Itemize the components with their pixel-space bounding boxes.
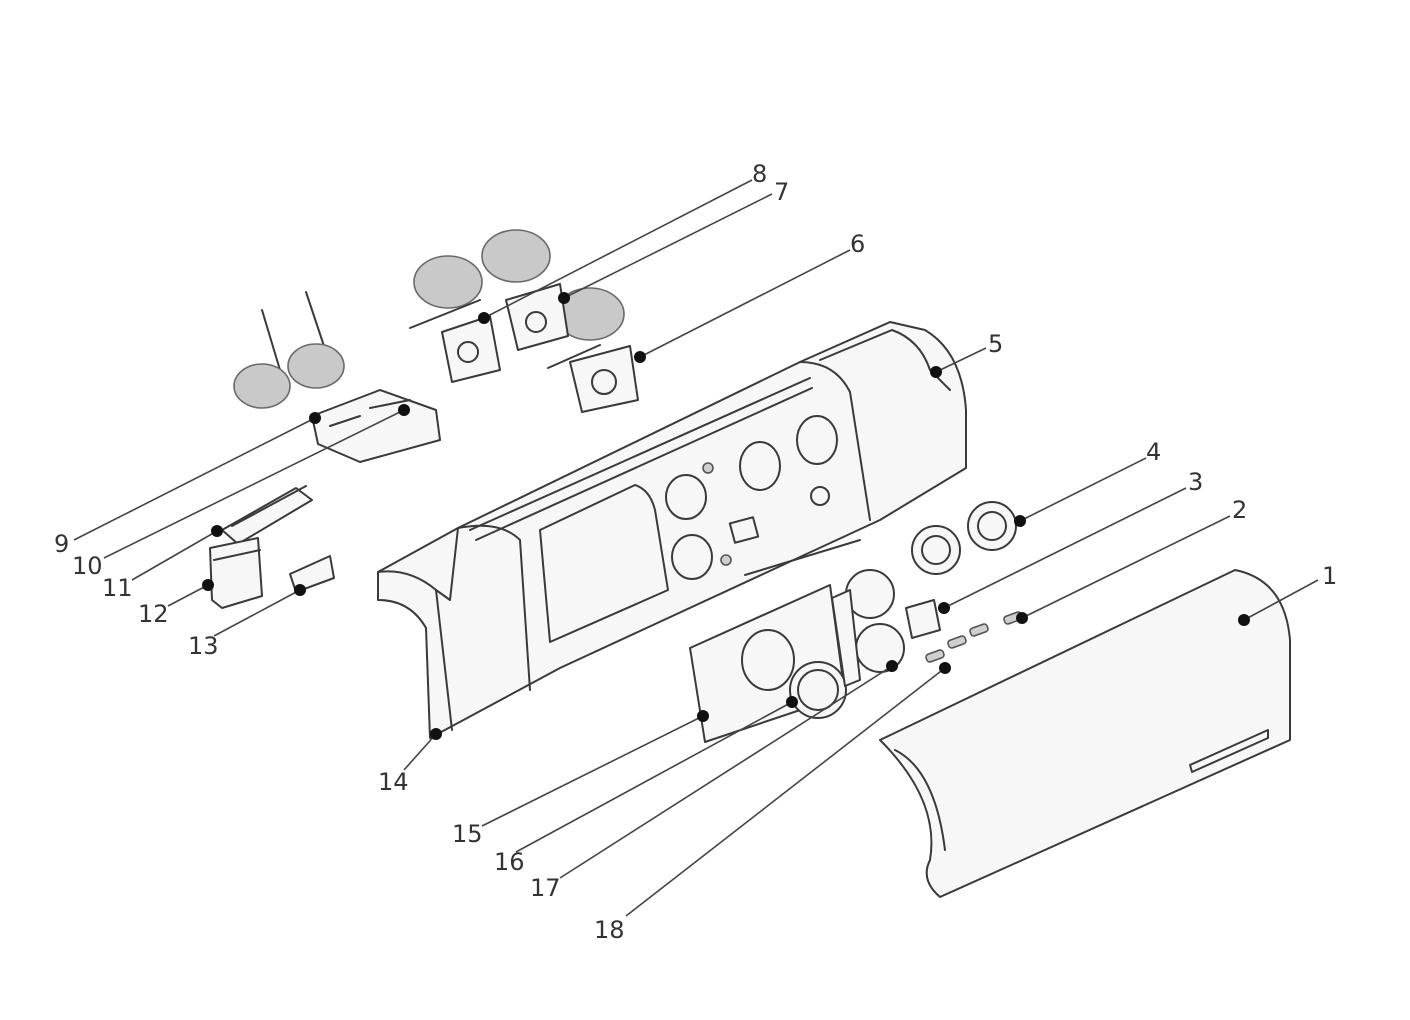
callout-8: 8 <box>752 160 767 188</box>
callout-16: 16 <box>494 848 525 876</box>
leader-4 <box>1019 457 1147 522</box>
callout-10: 10 <box>72 552 103 580</box>
front-cover <box>879 569 1291 898</box>
dot-13 <box>294 584 306 596</box>
energy-regulators <box>233 291 441 463</box>
dot-8 <box>478 312 490 324</box>
dot-2 <box>1016 612 1028 624</box>
callout-3: 3 <box>1188 468 1203 496</box>
leader-2 <box>1021 515 1231 619</box>
dot-14 <box>430 728 442 740</box>
callout-18: 18 <box>594 916 625 944</box>
callout-11: 11 <box>102 574 133 602</box>
callout-12: 12 <box>138 600 169 628</box>
leader-15 <box>481 715 704 827</box>
callout-7: 7 <box>774 178 789 206</box>
dot-4 <box>1014 515 1026 527</box>
leader-3 <box>943 487 1187 609</box>
leader-11 <box>131 530 218 581</box>
leader-8 <box>483 179 753 319</box>
dot-1 <box>1238 614 1250 626</box>
switch <box>905 599 941 639</box>
control-panel-housing <box>377 321 967 739</box>
callout-13: 13 <box>188 632 219 660</box>
callout-2: 2 <box>1232 496 1247 524</box>
leader-9 <box>73 417 316 541</box>
dot-9 <box>309 412 321 424</box>
dot-15 <box>697 710 709 722</box>
callout-labels: 1 2 3 4 5 6 7 8 9 10 11 12 13 14 15 16 1… <box>54 160 1337 944</box>
leader-16 <box>515 701 793 853</box>
leader-7 <box>563 193 773 299</box>
dot-11 <box>211 525 223 537</box>
leader-10 <box>103 409 405 559</box>
dot-5 <box>930 366 942 378</box>
callout-6: 6 <box>850 230 865 258</box>
knob-plate <box>689 569 905 743</box>
screws <box>925 611 1023 663</box>
leader-17 <box>559 665 893 879</box>
leader-dots <box>202 292 1250 740</box>
leader-lines <box>73 179 1319 917</box>
callout-4: 4 <box>1146 438 1161 466</box>
knob-bezels <box>911 501 1017 575</box>
callout-17: 17 <box>530 874 561 902</box>
dot-17 <box>886 660 898 672</box>
leader-12 <box>167 584 209 607</box>
callout-5: 5 <box>988 330 1003 358</box>
leader-5 <box>935 347 987 373</box>
leader-1 <box>1243 579 1319 621</box>
callout-9: 9 <box>54 530 69 558</box>
dot-7 <box>558 292 570 304</box>
leader-14 <box>403 733 437 771</box>
callout-1: 1 <box>1322 562 1337 590</box>
dot-16 <box>786 696 798 708</box>
dot-18 <box>939 662 951 674</box>
terminal-blocks <box>209 485 335 609</box>
thermostats-with-capillaries <box>409 229 639 413</box>
dot-12 <box>202 579 214 591</box>
callout-15: 15 <box>452 820 483 848</box>
dot-6 <box>634 351 646 363</box>
leader-18 <box>625 667 946 917</box>
leader-13 <box>213 589 301 637</box>
leader-6 <box>639 249 851 358</box>
callout-14: 14 <box>378 768 409 796</box>
dot-3 <box>938 602 950 614</box>
dot-10 <box>398 404 410 416</box>
